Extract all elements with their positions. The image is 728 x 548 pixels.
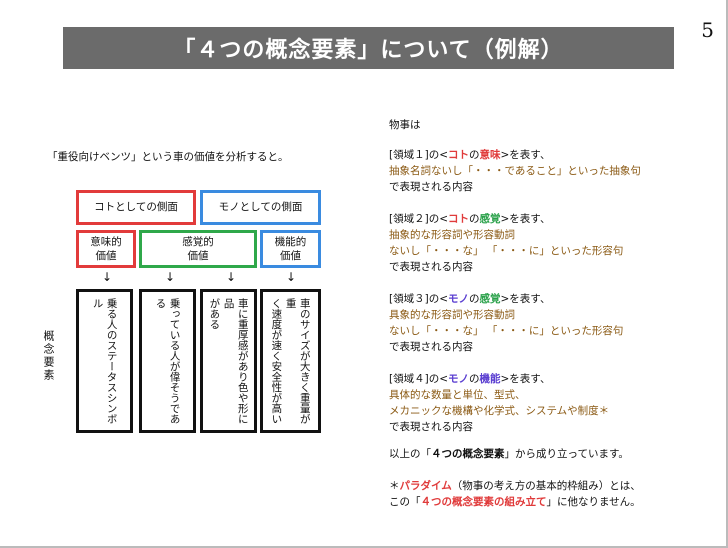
region4-block: [領域４]の<モノの機能>を表す、 具体的な数量と単位、型式、 メカニックな機構… bbox=[389, 371, 609, 435]
r1-line3: で表現される内容 bbox=[389, 181, 473, 193]
summary-line: 以上の「４つの概念要素」から成り立っています。 bbox=[389, 446, 629, 462]
r1-prefix: [領域１]の< bbox=[389, 149, 448, 161]
column-specs: 車のサイズが大きく重量が重 く速度が速く安全性が高い bbox=[260, 289, 321, 433]
r3-line4: で表現される内容 bbox=[389, 341, 473, 353]
region1-block: [領域１]の<コトの意味>を表す、 抽象名詞ないし「・・・であること」といった抽… bbox=[389, 147, 641, 195]
r4-suffix: >を表す、 bbox=[500, 373, 551, 385]
side-label: 概念要素 bbox=[42, 330, 55, 382]
r3-suffix: >を表す、 bbox=[500, 293, 551, 305]
page-number: 5 bbox=[701, 18, 714, 42]
column-text: 乗っている人が偉そうである bbox=[154, 298, 181, 424]
arrow-down-icon: ↓ bbox=[102, 270, 113, 284]
arrow-down-icon: ↓ bbox=[226, 270, 237, 284]
r4-line2: 具体的な数量と単位、型式、 bbox=[389, 389, 526, 401]
r2-koto: コト bbox=[448, 213, 469, 225]
aspect-mono-box: モノとしての側面 bbox=[200, 190, 321, 225]
column-text: 車のサイズが大きく重量が重 く速度が速く安全性が高い bbox=[270, 298, 311, 424]
note-line2: この「４つの概念要素の組み立て」に他なりません。 bbox=[389, 494, 641, 510]
column-status-symbol: 乗る人のステータスシンボル bbox=[76, 289, 133, 433]
r2-line3: ないし「・・・な」 「・・・に」といった形容句 bbox=[389, 245, 624, 257]
column-dignified: 乗っている人が偉そうである bbox=[139, 289, 196, 433]
column-text: 乗る人のステータスシンボル bbox=[91, 298, 118, 424]
r4-prefix: [領域４]の< bbox=[389, 373, 448, 385]
r3-prefix: [領域３]の< bbox=[389, 293, 448, 305]
r1-no: の bbox=[469, 149, 480, 161]
arrow-down-icon: ↓ bbox=[286, 270, 297, 284]
r4-no: の bbox=[469, 373, 480, 385]
note2-b: ４つの概念要素の組み立て bbox=[420, 496, 547, 508]
column-elegance: 車に重厚感があり色や形に品 がある bbox=[200, 289, 257, 433]
value-function-box: 機能的 価値 bbox=[260, 230, 321, 268]
value-meaning-box: 意味的 価値 bbox=[76, 230, 136, 268]
r1-line2: 抽象名詞ないし「・・・であること」といった抽象句 bbox=[389, 165, 641, 177]
r3-mono: モノ bbox=[448, 293, 469, 305]
note-line1: ＊パラダイム（物事の考え方の基本的枠組み）とは、 bbox=[389, 478, 641, 494]
r1-koto: コト bbox=[448, 149, 469, 161]
note-c: （物事の考え方の基本的枠組み）とは、 bbox=[451, 480, 641, 492]
arrow-down-icon: ↓ bbox=[165, 270, 176, 284]
summary-c: 」から成り立っています。 bbox=[504, 448, 629, 460]
region2-block: [領域２]の<コトの感覚>を表す、 抽象的な形容詞や形容動詞 ないし「・・・な」… bbox=[389, 211, 623, 275]
note2-a: この「 bbox=[389, 496, 421, 508]
r3-no: の bbox=[469, 293, 480, 305]
r2-line4: で表現される内容 bbox=[389, 261, 473, 273]
region3-block: [領域３]の<モノの感覚>を表す、 具象的な形容詞や形容動詞 ないし「・・・な」… bbox=[389, 291, 623, 355]
r3-line3: ないし「・・・な」 「・・・に」といった形容句 bbox=[389, 325, 624, 337]
r4-line4: で表現される内容 bbox=[389, 421, 473, 433]
r3-line2: 具象的な形容詞や形容動詞 bbox=[389, 309, 515, 321]
r1-meaning: 意味 bbox=[479, 149, 501, 161]
right-heading: 物事は bbox=[389, 119, 421, 131]
r2-suffix: >を表す、 bbox=[500, 213, 551, 225]
r2-sense: 感覚 bbox=[479, 213, 501, 225]
summary-a: 以上の「 bbox=[389, 448, 431, 460]
note-paradigm: パラダイム bbox=[399, 480, 452, 492]
r4-function: 機能 bbox=[479, 373, 501, 385]
r2-no: の bbox=[469, 213, 480, 225]
frame-border-bottom bbox=[0, 546, 728, 548]
r2-line2: 抽象的な形容詞や形容動詞 bbox=[389, 229, 515, 241]
value-sense-box: 感覚的 価値 bbox=[139, 230, 257, 268]
frame-border-right bbox=[726, 0, 728, 548]
aspect-koto-box: コトとしての側面 bbox=[76, 190, 196, 225]
r4-line3: メカニックな機構や化学式、システムや制度＊ bbox=[389, 405, 610, 417]
r2-prefix: [領域２]の< bbox=[389, 213, 448, 225]
intro-text: 「重役向けベンツ」という車の価値を分析すると。 bbox=[47, 151, 289, 163]
summary-b: ４つの概念要素 bbox=[431, 448, 505, 460]
note2-c: 」に他なりません。 bbox=[546, 496, 641, 508]
r3-sense: 感覚 bbox=[479, 293, 501, 305]
column-text: 車に重厚感があり色や形に品 がある bbox=[208, 298, 249, 424]
r1-suffix: >を表す、 bbox=[500, 149, 551, 161]
r4-mono: モノ bbox=[448, 373, 469, 385]
slide-title: 「４つの概念要素」について（例解） bbox=[63, 27, 674, 69]
note-asterisk: ＊ bbox=[389, 480, 400, 492]
